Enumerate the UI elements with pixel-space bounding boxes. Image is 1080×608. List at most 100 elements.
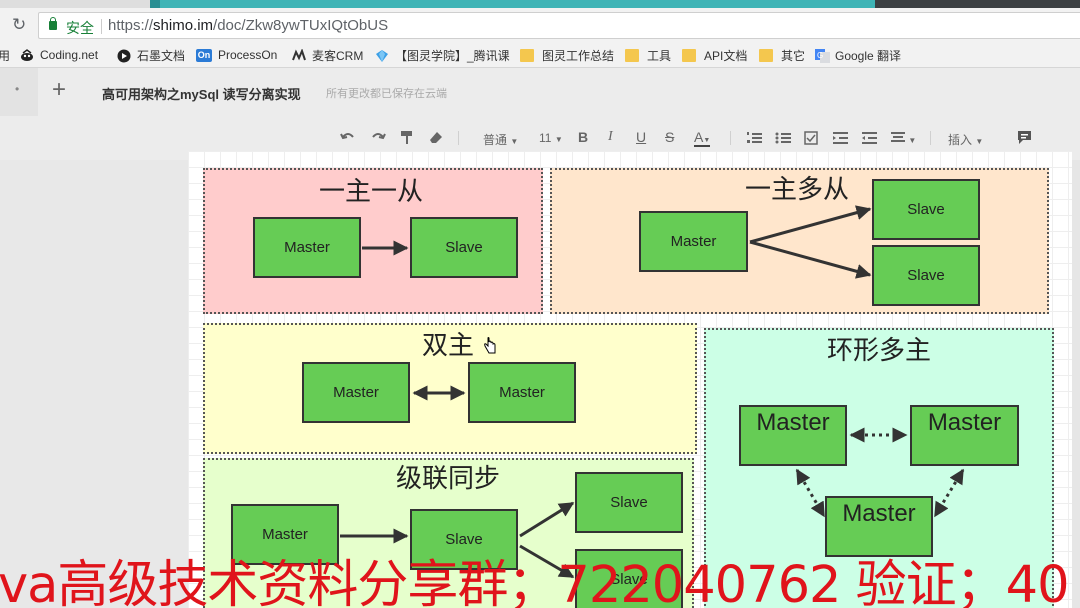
- underline-button[interactable]: U: [636, 129, 647, 145]
- lock-icon: [49, 17, 57, 30]
- bookmark-label: 【图灵学院】_腾讯课: [395, 48, 510, 63]
- shimo-icon: [117, 49, 131, 62]
- font-size-select[interactable]: 11 ▼: [539, 131, 563, 145]
- folder-icon: [520, 48, 534, 62]
- bookmark-label: API文档: [704, 48, 748, 63]
- panel-title: 双主: [422, 331, 475, 361]
- new-doc-plus-icon[interactable]: +: [52, 76, 67, 103]
- italic-button[interactable]: I: [608, 129, 613, 144]
- font-color-button[interactable]: A▼: [694, 129, 711, 147]
- arrow: [749, 240, 872, 279]
- comment-icon[interactable]: [1017, 130, 1032, 145]
- slave-node: Slave: [410, 217, 518, 278]
- bookmark-label: 图灵工作总结: [542, 48, 615, 63]
- tuling-icon: [375, 49, 389, 62]
- strikethrough-button[interactable]: S: [665, 129, 675, 145]
- google-translate-icon: G: [815, 48, 830, 63]
- bookmark-mikecrm[interactable]: 麦客CRM: [292, 46, 363, 64]
- master-node: Master: [825, 496, 933, 557]
- redo-icon[interactable]: [370, 130, 386, 144]
- bookmark-folder-tuling-summary[interactable]: 图灵工作总结: [520, 46, 614, 64]
- arrow: [519, 544, 575, 579]
- indent-icon[interactable]: [833, 131, 848, 145]
- bookmark-label: 麦客CRM: [312, 48, 364, 63]
- diagram-arrows: [340, 205, 965, 579]
- clear-format-icon[interactable]: [428, 130, 444, 145]
- insert-menu[interactable]: 插入 ▼: [948, 131, 983, 148]
- folder-icon: [625, 48, 639, 62]
- mikecrm-icon: [292, 47, 306, 62]
- font-color-label: A: [694, 129, 704, 145]
- watermark-overlay: va高级技术资料分享群；722040762 验证；40: [0, 543, 1080, 608]
- doc-canvas[interactable]: 一主一从 Master Slave 一主多从 Master Slave Slav…: [188, 151, 1072, 608]
- browser-tab-strip: [0, 0, 1080, 8]
- address-bar[interactable]: 安全 https://shimo.im/doc/Zkw8ywTUxIQtObUS: [38, 12, 1080, 39]
- insert-menu-label: 插入: [948, 133, 973, 147]
- coding-icon: [20, 48, 34, 62]
- browser-tab-active[interactable]: [160, 0, 875, 8]
- font-size-value: 11: [539, 131, 552, 145]
- url-text[interactable]: https://shimo.im/doc/Zkw8ywTUxIQtObUS: [108, 17, 388, 34]
- bookmark-shimo[interactable]: 石墨文档: [117, 46, 185, 64]
- sidebar-toggle-icon[interactable]: •: [15, 82, 20, 96]
- bookmark-folder-tools[interactable]: 工具: [625, 46, 671, 64]
- reload-icon[interactable]: ↻: [12, 15, 27, 34]
- doc-title[interactable]: 高可用架构之mySql 读写分离实现: [102, 87, 301, 102]
- slave-node: Slave: [575, 472, 683, 533]
- format-painter-icon[interactable]: [400, 130, 414, 145]
- outdent-icon[interactable]: [862, 131, 877, 145]
- master-node: Master: [468, 362, 576, 423]
- dotted-bidirectional-arrow: [795, 468, 826, 518]
- slave-node: Slave: [872, 179, 980, 240]
- watermark-text: va高级技术资料分享群；722040762 验证；40: [0, 556, 1070, 608]
- panel-title: 级联同步: [396, 464, 501, 494]
- secure-label: 安全: [66, 20, 94, 36]
- save-status: 所有更改都已保存在云端: [326, 88, 447, 100]
- url-scheme: https://: [108, 17, 154, 34]
- browser-tab-inactive[interactable]: [0, 0, 150, 8]
- panel-title: 一主多从: [745, 175, 850, 205]
- dotted-bidirectional-arrow: [933, 468, 965, 518]
- master-node: Master: [739, 405, 847, 466]
- ordered-list-icon[interactable]: [746, 131, 762, 145]
- style-select[interactable]: 普通 ▼: [483, 131, 518, 148]
- master-node: Master: [910, 405, 1019, 466]
- slave-node: Slave: [872, 245, 980, 306]
- slave-node: Slave: [410, 509, 518, 570]
- bullet-list-icon[interactable]: [775, 131, 791, 145]
- bookmark-folder-other[interactable]: 其它: [759, 46, 805, 64]
- panel-title: 环形多主: [827, 336, 932, 366]
- chevron-down-icon: ▼: [975, 137, 984, 146]
- url-host: shimo.im: [153, 17, 214, 34]
- checklist-icon[interactable]: [804, 131, 819, 145]
- chevron-down-icon: ▼: [510, 137, 519, 146]
- bookmark-label: 用: [0, 48, 11, 63]
- undo-icon[interactable]: [340, 130, 356, 144]
- style-select-value: 普通: [483, 133, 508, 147]
- bookmark-coding[interactable]: Coding.net: [20, 46, 98, 64]
- align-icon: [891, 132, 905, 142]
- bookmark-apps[interactable]: 用: [0, 46, 10, 64]
- bookmark-label: 石墨文档: [137, 48, 186, 63]
- toolbar-separator: [730, 131, 731, 145]
- left-gutter: [0, 160, 188, 608]
- chevron-down-icon: ▼: [554, 135, 563, 144]
- bookmark-google-translate[interactable]: G Google 翻译: [815, 46, 901, 64]
- chevron-down-icon: ▼: [908, 136, 917, 145]
- panel-ring-multi-master: [704, 328, 1054, 608]
- bookmark-label: Coding.net: [40, 48, 99, 62]
- address-separator: [101, 19, 102, 34]
- svg-text:G: G: [817, 51, 823, 60]
- slave-node: Slave: [575, 549, 683, 608]
- bookmark-folder-api[interactable]: API文档: [682, 46, 747, 64]
- bold-button[interactable]: B: [578, 129, 589, 145]
- url-path: /doc/Zkw8ywTUxIQtObUS: [213, 17, 389, 34]
- sidebar-collapsed: •: [0, 68, 38, 116]
- processon-icon: On: [196, 48, 212, 62]
- align-select[interactable]: ▼: [891, 131, 916, 146]
- bookmark-tuling[interactable]: 【图灵学院】_腾讯课: [375, 46, 510, 64]
- master-node: Master: [253, 217, 361, 278]
- bookmark-label: Google 翻译: [835, 48, 902, 63]
